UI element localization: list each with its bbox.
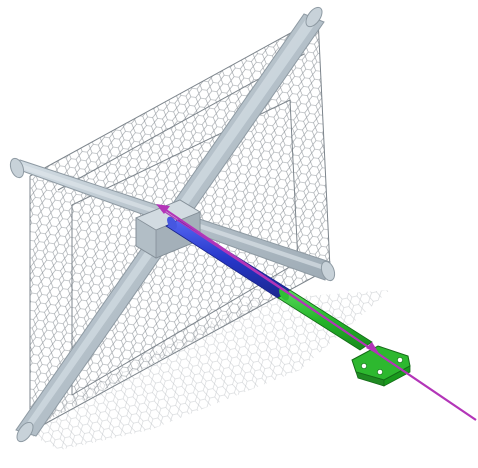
rod-blue-segment: [165, 216, 291, 299]
hub-block-icon: [135, 199, 201, 259]
ground-shadow-mesh: [20, 290, 390, 450]
axis-arrow-line: [156, 204, 477, 421]
mounting-bracket-icon: [351, 345, 411, 387]
